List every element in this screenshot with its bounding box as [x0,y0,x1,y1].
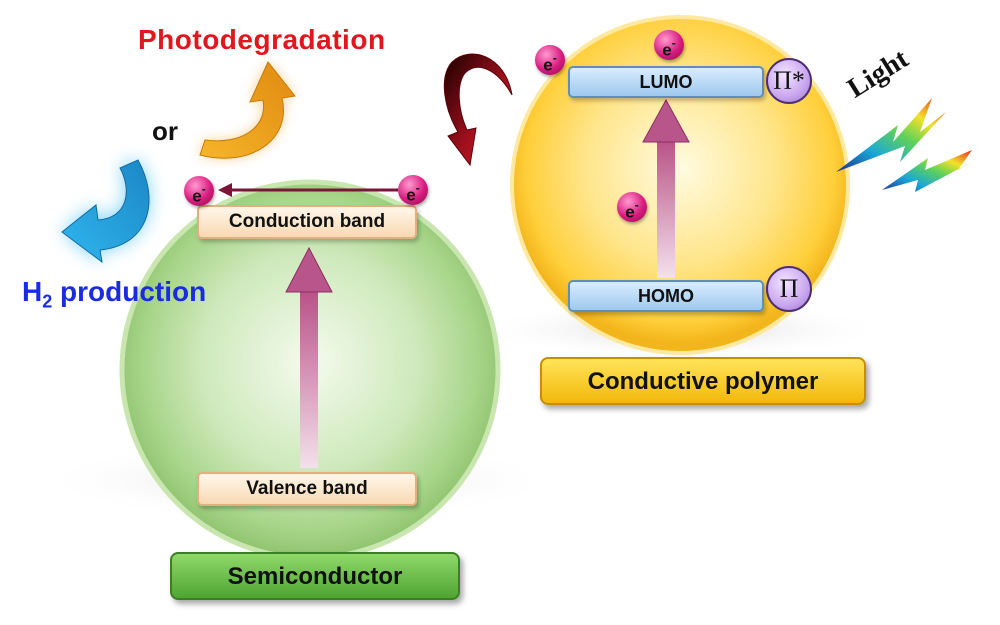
semiconductor-excitation-arrow [285,246,333,468]
electron-lumo-top: e- [654,30,684,60]
homo-band: HOMO [568,280,764,312]
semiconductor-label: Semiconductor [170,552,460,600]
electron-polymer-mid: e- [617,192,647,222]
lumo-band: LUMO [568,66,764,98]
polymer-sphere [510,15,850,355]
or-label: or [152,116,178,146]
pi-orbital: Π [766,266,812,312]
h2-prefix: H [22,276,43,307]
electron-conduction-right: e- [398,175,428,205]
h2-subscript: 2 [42,291,53,312]
photodegradation-arrow [199,61,296,159]
pi-star-orbital: Π* [766,58,812,104]
electron-conduction-left: e- [184,176,214,206]
h2-suffix: production [52,276,207,307]
photodegradation-label: Photodegradation [138,24,386,55]
lightning-bolt-icon [836,98,972,192]
electron-transfer-arrow [218,183,398,197]
curved-injection-arrow [443,53,513,167]
electron-lumo-left: e- [535,45,565,75]
valence-band: Valence band [197,472,417,506]
conduction-band: Conduction band [197,205,417,239]
h2-production-label: H2 production [22,276,206,313]
h2-production-arrow [61,159,150,264]
conductive-polymer-label: Conductive polymer [540,357,866,405]
polymer-excitation-arrow [642,98,690,278]
